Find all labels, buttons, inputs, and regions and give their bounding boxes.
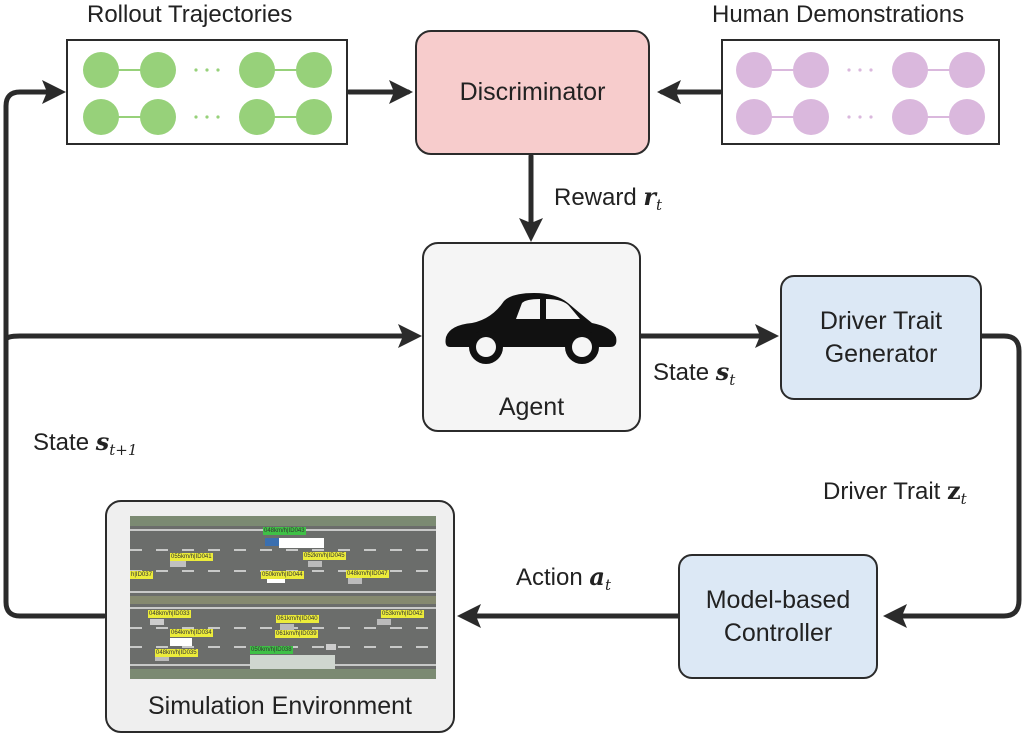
human-demonstrations-box — [721, 39, 1000, 145]
rollout-trajectories-title: Rollout Trajectories — [87, 1, 293, 28]
arrow-loop-to-rollout — [3, 89, 107, 619]
driver-trait-generator-box: Driver Trait Generator — [780, 275, 982, 400]
reward-label: Reward rt — [554, 185, 662, 213]
discriminator-label: Discriminator — [459, 78, 606, 107]
arrow-generator-to-controller — [889, 333, 1022, 619]
car-icon — [445, 293, 616, 364]
arrowhead-loop-agent — [398, 324, 422, 348]
vehicle-tag: 048km/h|ID033 — [148, 610, 191, 618]
arrowhead-generator-controller — [883, 604, 907, 628]
state-next-text: State — [33, 429, 96, 456]
agent-box: Agent — [422, 242, 641, 432]
agent-label: Agent — [498, 393, 565, 421]
action-label: Action at — [516, 565, 611, 593]
arrowhead-human-discriminator — [657, 80, 681, 104]
arrowhead-loop-rollout — [42, 80, 66, 104]
arrowhead-agent-generator — [755, 324, 779, 348]
vehicle-tag: 050km/h|ID038 — [250, 646, 293, 654]
action-variable: a — [589, 562, 605, 591]
vehicle-tag: 053km/h|ID042 — [381, 610, 424, 618]
driver-trait-subscript: t — [960, 490, 967, 508]
reward-variable: r — [643, 182, 657, 211]
driver-trait-text: Driver Trait — [823, 478, 948, 505]
state-next-subscript: t+1 — [109, 441, 138, 459]
vehicle-tag: 052km/h|ID045 — [303, 552, 346, 560]
action-text: Action — [516, 564, 590, 591]
vehicle-tag: 061km/h|ID040 — [276, 615, 319, 623]
vehicle-tag: 048km/h|ID035 — [155, 649, 198, 657]
arrowhead-rollout-discriminator — [389, 80, 413, 104]
model-based-controller-label: Model-based Controller — [705, 586, 851, 647]
vehicle-tag: 048km/h|ID043 — [263, 527, 306, 535]
rollout-trajectory-nodes — [83, 52, 332, 135]
arrow-loop-to-agent — [3, 333, 415, 343]
vehicle-tag: 055km/h|ID041 — [170, 553, 213, 561]
vehicle-tag: 050km/h|ID044 — [261, 571, 304, 579]
human-demonstrations-title: Human Demonstrations — [712, 1, 965, 28]
simulation-environment-box: 048km/h|ID043 055km/h|ID041 052km/h|ID04… — [105, 500, 455, 733]
arrowhead-discriminator-agent — [519, 218, 543, 242]
state-st-label: State st — [653, 360, 735, 388]
vehicle-tag: h|ID037 — [130, 571, 153, 579]
action-subscript: t — [604, 576, 611, 594]
discriminator-box: Discriminator — [415, 30, 650, 155]
vehicle-tag: 048km/h|ID047 — [346, 570, 389, 578]
state-text: State — [653, 359, 716, 386]
reward-text: Reward — [554, 184, 644, 211]
reward-subscript: t — [656, 196, 663, 214]
state-next-label: State st+1 — [33, 430, 137, 458]
simulation-environment-label: Simulation Environment — [147, 692, 412, 720]
driver-trait-variable: z — [947, 476, 961, 505]
state-next-variable: s — [95, 427, 110, 456]
arrowhead-controller-simulation — [457, 604, 481, 628]
driver-trait-label: Driver Trait zt — [823, 479, 967, 507]
rollout-trajectories-box — [66, 39, 348, 145]
model-based-controller-box: Model-based Controller — [678, 554, 878, 679]
driver-trait-generator-label: Driver Trait Generator — [819, 307, 943, 368]
simulation-road-image: 048km/h|ID043 055km/h|ID041 052km/h|ID04… — [130, 516, 436, 679]
state-subscript: t — [729, 371, 736, 389]
human-trajectory-nodes — [736, 52, 985, 135]
vehicle-tag: 064km/h|ID034 — [170, 629, 213, 637]
state-variable: s — [715, 357, 730, 386]
vehicle-tag: 061km/h|ID039 — [275, 630, 318, 638]
